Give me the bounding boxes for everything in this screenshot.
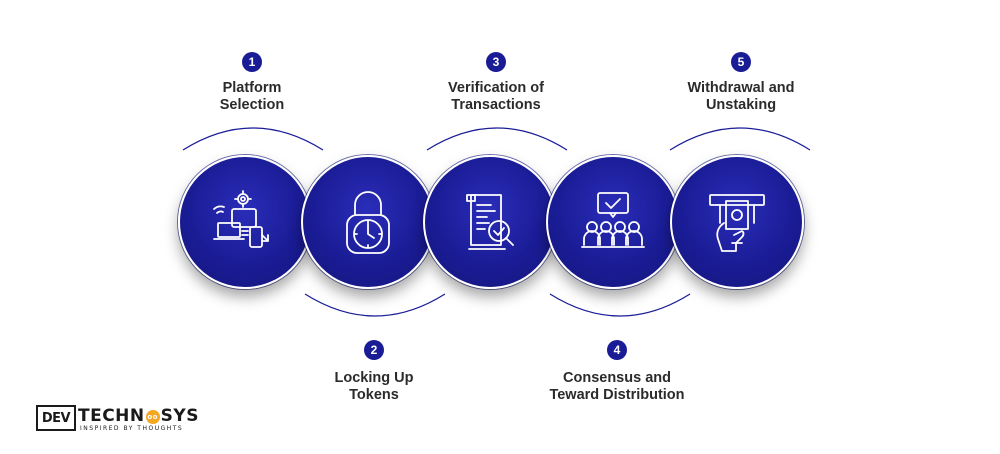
step-3-circle (423, 155, 557, 289)
step-5-label-line2: Unstaking (705, 97, 777, 113)
arc-step-1 (182, 127, 324, 151)
arc-step-3 (426, 127, 568, 151)
logo-box: DEV (36, 405, 76, 431)
step-4-label-line1: Consensus and (563, 370, 671, 386)
step-3-label-line1: Verification of (448, 80, 544, 96)
step-5-badge: 5 (731, 52, 751, 72)
platform-icon (213, 190, 269, 248)
arc-step-5 (669, 127, 811, 151)
step-3-label-line2: Transactions (451, 97, 541, 113)
step-4-badge: 4 (607, 340, 627, 360)
logo-name-right: SYS (160, 406, 199, 426)
step-2-circle (301, 155, 435, 289)
step-5-label: Withdrawal and Unstaking (631, 80, 851, 114)
step-3-badge: 3 (486, 52, 506, 72)
step-2-label: Locking Up Tokens (264, 370, 484, 404)
step-1-label-line1: Platform (222, 80, 282, 96)
logo-box-text: DEV (41, 410, 71, 426)
arc-step-4 (549, 293, 691, 317)
consensus-icon (581, 192, 645, 248)
step-4-label: Consensus and Teward Distribution (507, 370, 727, 404)
step-1-circle (178, 155, 312, 289)
logo-mark-icon: oo (145, 410, 160, 424)
step-3-label: Verification of Transactions (386, 80, 606, 114)
step-2-badge: 2 (364, 340, 384, 360)
step-1-label: Platform Selection (142, 80, 362, 114)
logo-tagline: INSPIRED BY THOUGHTS (80, 425, 184, 432)
step-5-label-line1: Withdrawal and (687, 80, 795, 96)
step-4-circle (546, 155, 680, 289)
arc-step-2 (304, 293, 446, 317)
step-4-label-line2: Teward Distribution (549, 387, 685, 403)
step-1-label-line2: Selection (219, 97, 285, 113)
logo-name-left: TECHN (78, 406, 145, 426)
step-2-label-line1: Locking Up (334, 370, 414, 386)
lock-icon (346, 191, 390, 254)
document-check-icon (466, 194, 514, 250)
step-2-label-line2: Tokens (349, 387, 399, 403)
atm-cash-icon (709, 194, 765, 252)
step-1-badge: 1 (242, 52, 262, 72)
step-5-circle (670, 155, 804, 289)
